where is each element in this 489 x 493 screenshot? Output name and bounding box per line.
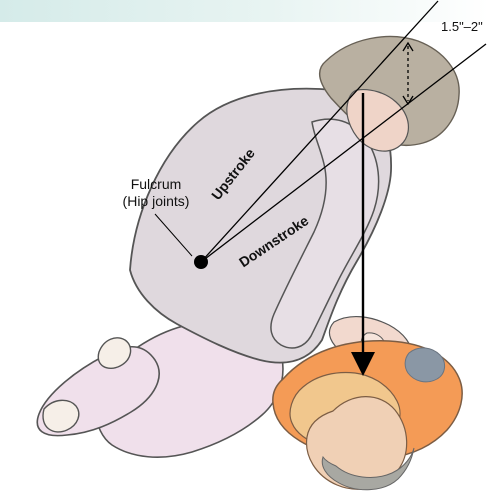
fulcrum-subtitle: (Hip joints) [108, 193, 204, 209]
fulcrum-label: Fulcrum [111, 176, 201, 192]
compression-depth-label: 1.5"–2" [441, 19, 483, 34]
fulcrum-dot [194, 255, 208, 269]
victim-hand [405, 348, 444, 382]
victim-figure [273, 341, 462, 490]
